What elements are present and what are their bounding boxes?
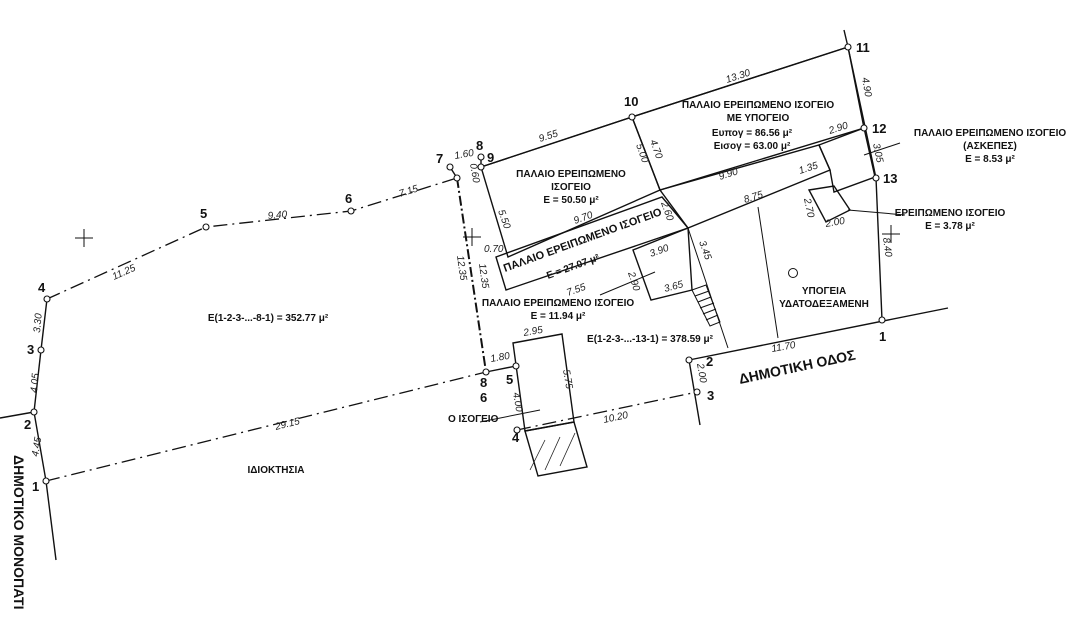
point-label: 3: [27, 342, 34, 357]
dimension: 0.70: [484, 244, 504, 255]
point-label: 11: [856, 40, 870, 55]
area-right-label: E(1-2-3-...-13-1) = 378.59 μ²: [587, 334, 714, 345]
dimension: 29.15: [273, 416, 301, 433]
building-area: Eυπογ = 86.56 μ²: [712, 128, 793, 139]
dimension: 9.40: [267, 209, 288, 222]
building-area: E = 3.78 μ²: [925, 221, 975, 232]
dimension: 0.60: [467, 163, 481, 185]
dimension: 11.70: [771, 340, 797, 355]
owner-label: ΙΔΙΟΚΤΗΣΙΑ: [247, 465, 304, 476]
point-label: 6: [345, 191, 352, 206]
dimension: 8.40: [880, 237, 894, 258]
building-label: ΠΑΛΑΙΟ ΕΡΕΙΠΩΜΕΝΟ ΙΣΟΓΕΙΟ: [914, 128, 1066, 139]
dimension: 4.90: [859, 77, 873, 99]
dimension: 2.00: [824, 216, 846, 230]
dimension: 2.90: [625, 270, 642, 293]
building-label: ΕΡΕΙΠΩΜΕΝΟ ΙΣΟΓΕΙΟ: [895, 208, 1006, 219]
point-label: 6: [480, 390, 487, 405]
point-label: 13: [883, 171, 897, 186]
building-8-53: [818, 127, 876, 193]
point-label: 2: [24, 417, 31, 432]
area-left-label: E(1-2-3-...-8-1) = 352.77 μ²: [208, 313, 329, 324]
dimension: 3.65: [663, 279, 685, 295]
building-label: ΜΕ ΥΠΟΓΕΙΟ: [727, 113, 790, 124]
point-label: 2: [706, 354, 713, 369]
dimension: 5.75: [560, 369, 574, 391]
point-label: 5: [506, 372, 513, 387]
dimension: 12.35: [476, 263, 490, 290]
dimension: 5.00: [633, 142, 650, 164]
grid-cross-marks: [75, 225, 900, 247]
point-label: 1: [879, 329, 886, 344]
dimension: 2.00: [694, 362, 708, 384]
building-area: Eισογ = 63.00 μ²: [714, 141, 791, 152]
dimension: 1.60: [454, 148, 476, 162]
dimension: 2.95: [522, 325, 544, 339]
building-label: ΠΑΛΑΙΟ ΕΡΕΙΠΩΜΕΝΟ ΙΣΟΓΕΙΟ: [482, 298, 634, 309]
point-label: 7: [436, 151, 443, 166]
tank-label: ΥΠΟΓΕΙΑ: [802, 286, 846, 297]
point-label: 4: [38, 280, 46, 295]
point-label: 12: [872, 121, 886, 136]
dimension: 9.90: [718, 166, 740, 183]
dimension: 7.15: [398, 184, 420, 200]
building-area: E = 50.50 μ²: [543, 195, 599, 206]
point-label: 1: [32, 479, 39, 494]
building-label: ΠΑΛΑΙΟ ΕΡΕΙΠΩΜΕΝΟ: [516, 169, 626, 180]
road-label: ΔΗΜΟΤΙΚΗ ΟΔΟΣ: [737, 347, 857, 387]
stairs: [691, 284, 721, 327]
building-label: ΙΣΟΓΕΙΟ: [551, 182, 591, 193]
building-label: (ΑΣΚΕΠΕΣ): [963, 141, 1017, 152]
dimension: 8.75: [743, 189, 765, 206]
point-label: 4: [512, 430, 520, 445]
point-label: 9: [487, 150, 494, 165]
footpath-label: ΔΗΜΟΤΙΚΟ ΜΟΝΟΠΑΤΙ: [11, 455, 27, 609]
building-label: ΠΑΛΑΙΟ ΕΡΕΙΠΩΜΕΝΟ ΙΣΟΓΕΙΟ: [682, 100, 834, 111]
dimension: 1.35: [798, 160, 820, 177]
dimension: 10.20: [602, 410, 629, 426]
dimension: 3.45: [696, 239, 713, 261]
dimension: 3.05: [870, 142, 885, 164]
dimension: 1.80: [490, 351, 512, 365]
survey-point-markers: [30, 43, 886, 485]
point-label: 8: [480, 375, 487, 390]
dimension: 4.05: [29, 372, 42, 393]
tank-marker: [788, 268, 798, 278]
dimension: 5.50: [495, 208, 512, 230]
point-label: 8: [476, 138, 483, 153]
dimension: 3.90: [648, 243, 670, 260]
neighbor-label: Ο ΙΣΟΓΕΙΟ: [448, 414, 499, 425]
dimension: 12.35: [454, 255, 468, 282]
dimension: 4.00: [510, 392, 524, 414]
tank-label: ΥΔΑΤΟΔΕΞΑΜΕΝΗ: [779, 299, 869, 310]
dimension: 2.70: [801, 196, 816, 219]
point-label: 10: [624, 94, 638, 109]
dimension: 11.25: [111, 263, 138, 283]
dimension: 4.45: [30, 436, 44, 458]
point-label: 5: [200, 206, 207, 221]
dimension: 7.55: [565, 282, 587, 299]
building-area: E = 8.53 μ²: [965, 154, 1015, 165]
point-label: 3: [707, 388, 714, 403]
building-area: E = 11.94 μ²: [531, 311, 586, 322]
dimension: 3.30: [32, 312, 45, 333]
